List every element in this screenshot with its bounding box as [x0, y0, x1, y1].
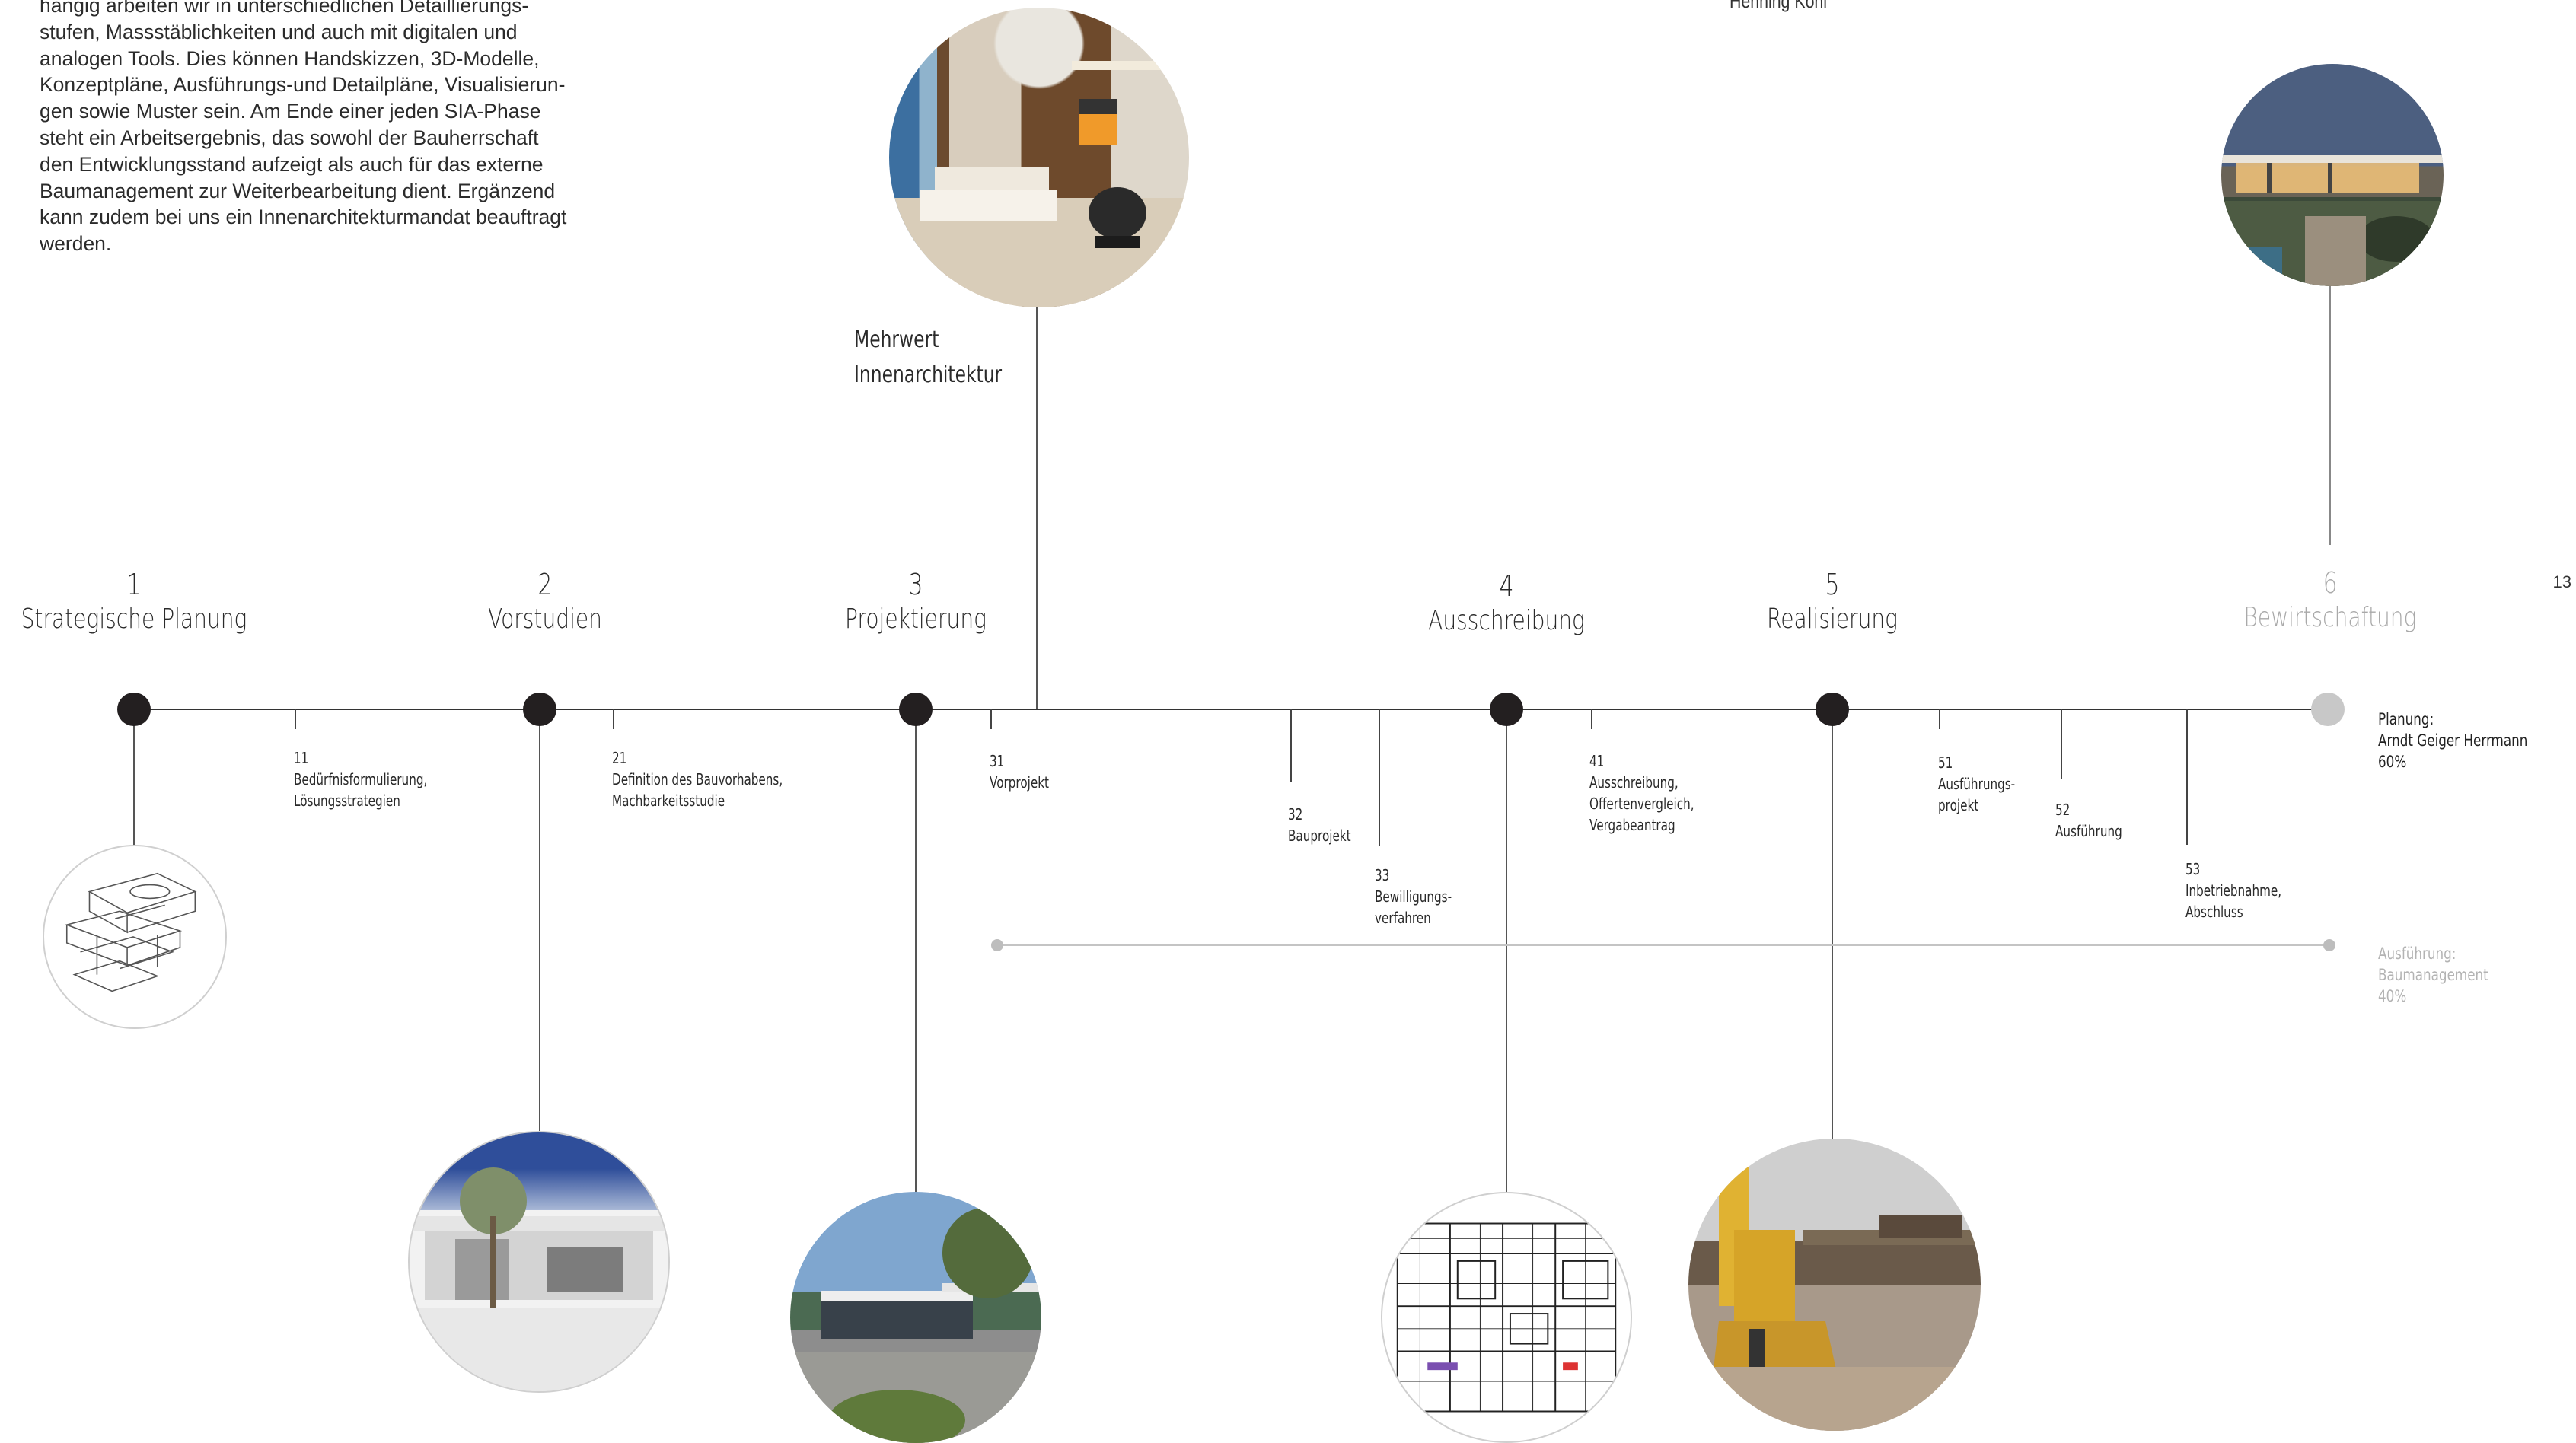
- subphase-number: 52: [2055, 801, 2071, 819]
- plan-drawing: [1396, 1222, 1617, 1413]
- subphase-text: Bedürfnisformulierung,: [294, 770, 428, 788]
- villa-evening-image: [2221, 64, 2444, 286]
- planung-share-label: Planung: Arndt Geiger Herrmann 60%: [2378, 709, 2527, 773]
- phase-number: 6: [2323, 566, 2338, 600]
- construction-excavator-image: [1688, 1139, 1981, 1431]
- intro-line: den Entwicklungsstand aufzeigt als auch …: [40, 152, 544, 176]
- phase-number: 3: [908, 568, 923, 601]
- subphase-text: Bauprojekt: [1288, 827, 1351, 845]
- excavator-scene: [1688, 1139, 1981, 1431]
- intro-paragraph: hängig arbeiten wir in unterschiedlichen…: [40, 0, 572, 257]
- subphase-52: 52 Ausführung: [2055, 799, 2122, 842]
- share-title: Ausführung:: [2378, 944, 2456, 964]
- interior-living-room-image: [889, 8, 1189, 307]
- phase-name: Realisierung: [1766, 604, 1899, 635]
- subphase-text: Ausführungs-: [1938, 775, 2016, 793]
- phase-node-2: [523, 693, 556, 726]
- phase-node-3: [899, 693, 933, 726]
- subphase-text: Ausführung: [2055, 822, 2122, 840]
- phase-4-heading: 4 Ausschreibung: [1428, 569, 1585, 639]
- subphase-21: 21 Definition des Bauvorhabens, Machbark…: [612, 747, 783, 811]
- subphase-text: Definition des Bauvorhabens,: [612, 770, 783, 788]
- phase-number: 2: [537, 568, 553, 601]
- share-title: Planung:: [2378, 710, 2434, 729]
- subphase-53: 53 Inbetriebnahme, Abschluss: [2185, 858, 2281, 922]
- phase-1-heading: 1 Strategische Planung: [21, 568, 247, 638]
- ausschreibung-plan-image: [1381, 1192, 1632, 1443]
- vorstudien-scene: [410, 1167, 668, 1391]
- intro-line: gen sowie Muster sein. Am Ende einer jed…: [40, 100, 541, 123]
- phase-name: Ausschreibung: [1428, 605, 1585, 636]
- phase-3-heading: 3 Projektierung: [845, 568, 987, 638]
- phase-5-heading: 5 Realisierung: [1767, 568, 1898, 638]
- intro-line: kann zudem bei uns ein Innenarchitekturm…: [40, 205, 567, 229]
- subphase-text: Offertenvergleich,: [1589, 795, 1694, 813]
- subphase-32: 32 Bauprojekt: [1288, 804, 1351, 846]
- subphase-text: Ausschreibung,: [1589, 773, 1679, 792]
- phase-node-4: [1490, 693, 1523, 726]
- sketch-drawing: [65, 872, 197, 992]
- phase-number: 5: [1825, 568, 1840, 601]
- sketch-model-image: [43, 845, 227, 1029]
- subphase-number: 41: [1589, 752, 1605, 770]
- subphase-text: Abschluss: [2185, 903, 2243, 921]
- intro-line: steht ein Arbeitsergebnis, das sowohl de…: [40, 126, 539, 149]
- subphase-number: 11: [294, 749, 309, 767]
- subphase-11: 11 Bedürfnisformulierung, Lösungsstrateg…: [294, 747, 427, 811]
- projektierung-render-image: [790, 1192, 1041, 1443]
- subphase-text: Machbarkeitsstudie: [612, 792, 725, 810]
- interior-scene: [889, 61, 1189, 307]
- share-percent: 60%: [2378, 753, 2407, 772]
- share-party: Arndt Geiger Herrmann: [2378, 731, 2528, 750]
- subphase-number: 33: [1375, 866, 1390, 884]
- vorstudien-render-image: [408, 1131, 670, 1393]
- intro-line: hängig arbeiten wir in unterschiedlichen…: [40, 0, 529, 17]
- projektierung-scene: [790, 1207, 1041, 1443]
- subphase-text: Vorprojekt: [990, 773, 1049, 792]
- subphase-text: Bewilligungs-: [1375, 887, 1452, 906]
- phase-name: Strategische Planung: [21, 604, 247, 635]
- ausfuehrung-start-dot: [991, 939, 1003, 951]
- subphase-number: 51: [1938, 753, 1953, 772]
- subphase-number: 31: [990, 752, 1005, 770]
- intro-line: stufen, Massstäblichkeiten und auch mit …: [40, 20, 518, 43]
- phase-number: 1: [126, 568, 142, 601]
- phase-number: 4: [1499, 569, 1514, 603]
- phase-6-heading: 6 Bewirtschaftung: [2244, 566, 2417, 636]
- ausfuehrung-end-dot: [2323, 939, 2335, 951]
- subphase-text: Lösungsstrategien: [294, 792, 400, 810]
- phase-name: Projektierung: [845, 604, 987, 635]
- subphase-text: projekt: [1938, 796, 1979, 814]
- phase-name: Bewirtschaftung: [2243, 602, 2417, 633]
- phase-node-1: [117, 693, 151, 726]
- mehrwert-line: Innenarchitektur: [854, 362, 1003, 388]
- mehrwert-line: Mehrwert: [854, 327, 939, 353]
- villa-scene: [2221, 155, 2444, 286]
- subphase-text: Inbetriebnahme,: [2185, 881, 2282, 900]
- phase-name: Vorstudien: [488, 604, 602, 635]
- subphase-number: 53: [2185, 860, 2201, 878]
- intro-line: analogen Tools. Dies können Handskizzen,…: [40, 46, 540, 70]
- subphase-31: 31 Vorprojekt: [990, 750, 1049, 793]
- share-party: Baumanagement: [2378, 966, 2488, 985]
- intro-line: werden.: [40, 232, 112, 256]
- subphase-number: 32: [1288, 805, 1303, 823]
- intro-line: Konzeptpläne, Ausführungs-und Detailplän…: [40, 73, 566, 97]
- subphase-text: Vergabeantrag: [1589, 816, 1675, 834]
- subphase-41: 41 Ausschreibung, Offertenvergleich, Ver…: [1589, 750, 1694, 836]
- phase-node-5: [1816, 693, 1849, 726]
- subphase-text: verfahren: [1375, 909, 1431, 927]
- subphase-51: 51 Ausführungs- projekt: [1938, 752, 2015, 816]
- ausfuehrung-share-label: Ausführung: Baumanagement 40%: [2378, 944, 2488, 1008]
- page-number: 13: [2552, 572, 2571, 591]
- phase-node-6: [2311, 693, 2345, 726]
- phase-2-heading: 2 Vorstudien: [488, 568, 602, 638]
- author-name: Henning Kohl: [1730, 0, 1828, 12]
- subphase-33: 33 Bewilligungs- verfahren: [1375, 865, 1452, 929]
- share-percent: 40%: [2378, 987, 2407, 1006]
- mehrwert-innenarchitektur-label: Mehrwert Innenarchitektur: [854, 323, 1002, 393]
- subphase-number: 21: [612, 749, 627, 767]
- intro-line: Baumanagement zur Weiterbearbeitung dien…: [40, 179, 556, 202]
